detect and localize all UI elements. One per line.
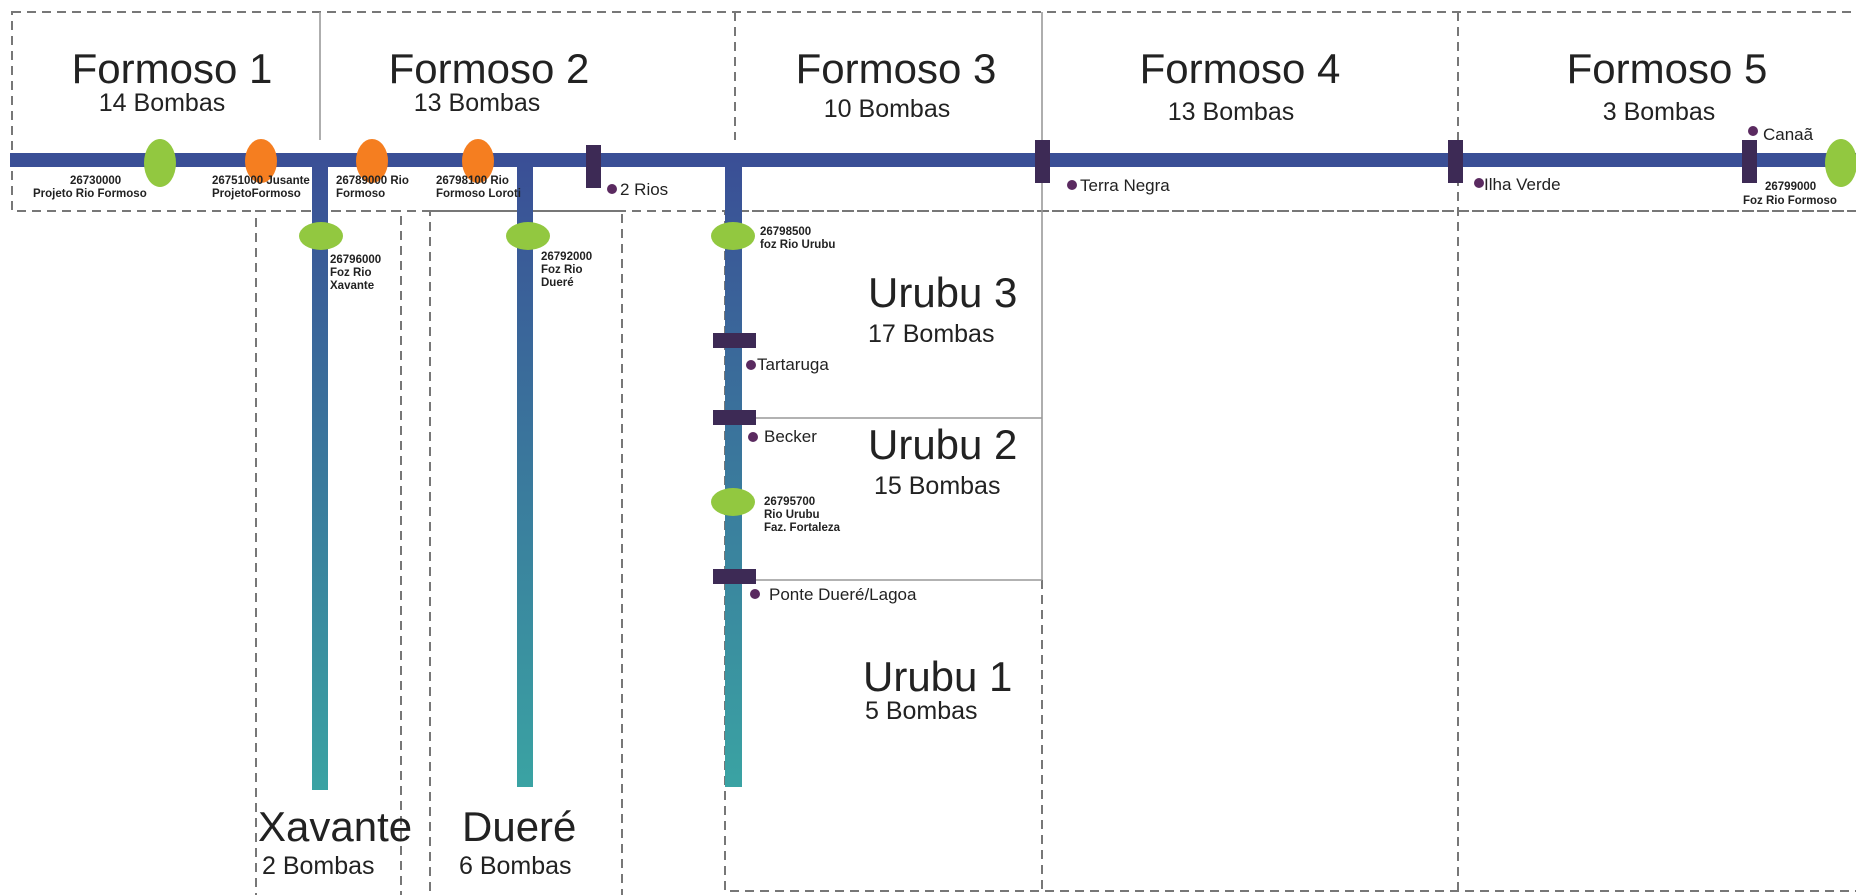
tributary-name: Dueré xyxy=(462,803,576,850)
location-dot xyxy=(1748,126,1758,136)
sector-count: 14 Bombas xyxy=(99,89,225,117)
sector-name: Formoso 5 xyxy=(1567,45,1768,92)
section-marker xyxy=(1448,140,1463,183)
place-labels: 2 Rios Terra Negra Ilha Verde Canaã Tart… xyxy=(620,125,1814,604)
main-river-formoso xyxy=(10,153,1856,167)
station-green xyxy=(711,488,755,516)
station-label: 26799000 Foz Rio Formoso xyxy=(1743,181,1837,207)
stations xyxy=(144,139,1856,516)
section-marker xyxy=(1035,140,1050,183)
sector-labels: Formoso 1 14 Bombas Formoso 2 13 Bombas … xyxy=(72,45,1768,126)
station-green xyxy=(144,139,176,187)
place-label: 2 Rios xyxy=(620,180,668,199)
place-label: Canaã xyxy=(1763,125,1814,144)
location-dot xyxy=(750,589,760,599)
station-orange xyxy=(245,139,277,183)
location-dot xyxy=(1067,180,1077,190)
sector-name: Formoso 3 xyxy=(796,45,997,92)
station-label: 26792000 Foz Rio Dueré xyxy=(541,251,595,289)
station-label: 26798100 Rio Formoso Loroti xyxy=(436,175,521,200)
sector-count: 13 Bombas xyxy=(414,89,540,117)
section-marker xyxy=(1742,140,1757,183)
location-dot xyxy=(607,184,617,194)
station-orange xyxy=(356,139,388,183)
place-label: Terra Negra xyxy=(1080,176,1170,195)
tributary-count: 17 Bombas xyxy=(868,320,994,348)
station-green xyxy=(1825,139,1856,187)
sector-name: Formoso 2 xyxy=(389,45,590,92)
section-markers xyxy=(586,140,1757,584)
section-marker xyxy=(713,569,756,584)
sector-count: 13 Bombas xyxy=(1168,98,1294,126)
station-green xyxy=(506,222,550,250)
section-marker xyxy=(713,333,756,348)
sector-count: 3 Bombas xyxy=(1603,98,1716,126)
place-label: Tartaruga xyxy=(757,355,829,374)
tributary-count: 6 Bombas xyxy=(459,852,572,880)
location-dot xyxy=(748,432,758,442)
place-label: Becker xyxy=(764,427,817,446)
station-label: 26796000 Foz Rio Xavante xyxy=(330,254,384,292)
tributary-count: 15 Bombas xyxy=(874,472,1000,500)
location-dots xyxy=(607,126,1758,599)
tributary-labels: Xavante 2 Bombas Dueré 6 Bombas Urubu 3 … xyxy=(258,269,1017,880)
place-label: Ilha Verde xyxy=(1484,175,1561,194)
river-duere xyxy=(517,160,533,787)
sector-name: Formoso 1 xyxy=(72,45,273,92)
sector-count: 10 Bombas xyxy=(824,95,950,123)
tributary-count: 5 Bombas xyxy=(865,697,978,725)
station-label: 26751000 Jusante ProjetoFormoso xyxy=(212,175,313,200)
station-green xyxy=(711,222,755,250)
river-urubu xyxy=(725,160,742,787)
station-labels: 26730000 Projeto Rio Formoso 26751000 Ju… xyxy=(33,175,1837,534)
tributary-box-xavante xyxy=(255,210,402,895)
tributary-name: Xavante xyxy=(258,803,412,850)
tributary-name: Urubu 3 xyxy=(868,269,1017,316)
station-green xyxy=(299,222,343,250)
location-dot xyxy=(746,360,756,370)
station-label: 26789000 Rio Formoso xyxy=(336,175,412,200)
place-label: Ponte Dueré/Lagoa xyxy=(769,585,917,604)
sector-name: Formoso 4 xyxy=(1140,45,1341,92)
section-marker xyxy=(713,410,756,425)
tributary-count: 2 Bombas xyxy=(262,852,375,880)
station-label: 26730000 Projeto Rio Formoso xyxy=(33,175,147,200)
section-marker xyxy=(586,145,601,188)
station-label: 26798500 foz Rio Urubu xyxy=(760,226,835,251)
station-label: 26795700 Rio Urubu Faz. Fortaleza xyxy=(764,496,841,534)
river-xavante xyxy=(312,160,328,790)
location-dot xyxy=(1474,178,1484,188)
station-orange xyxy=(462,139,494,183)
tributary-name: Urubu 2 xyxy=(868,421,1017,468)
tributary-name: Urubu 1 xyxy=(863,653,1012,700)
